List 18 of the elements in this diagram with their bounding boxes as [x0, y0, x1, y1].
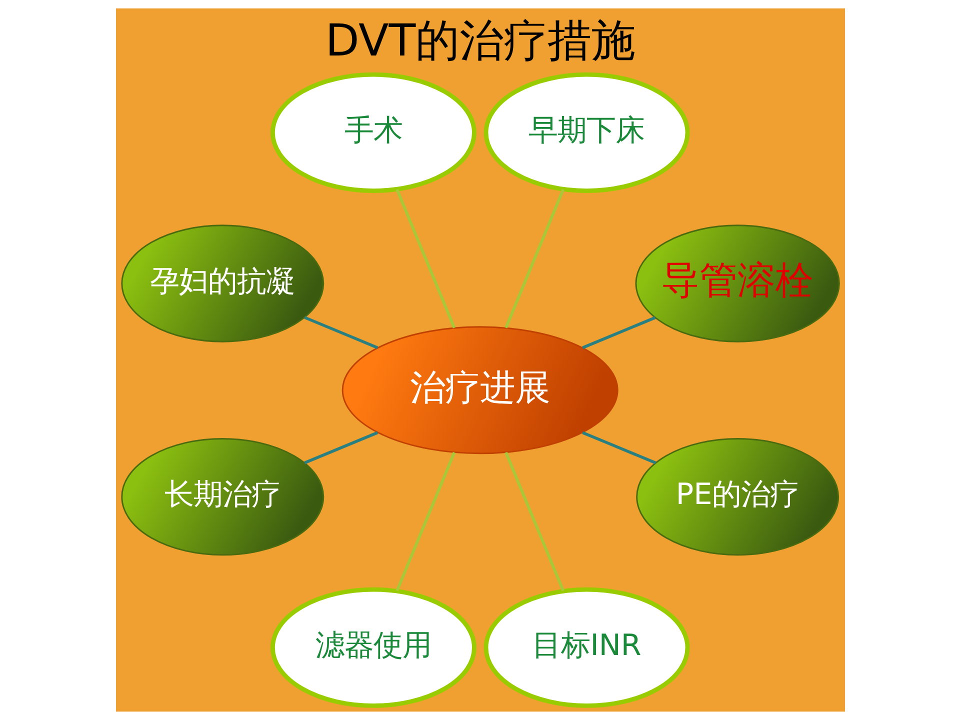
node-ellipse: 目标INR — [483, 587, 690, 708]
node-ellipse: 导管溶栓 — [634, 224, 840, 342]
connector — [395, 452, 456, 592]
node-ellipse: 长期治疗 — [120, 438, 324, 556]
connector — [504, 452, 564, 592]
connector — [504, 189, 564, 328]
node-ellipse: 手术 — [270, 72, 476, 193]
node-ellipse: 孕妇的抗凝 — [120, 224, 324, 342]
node-ellipse: 滤器使用 — [270, 587, 476, 708]
connector — [304, 431, 378, 464]
connector — [304, 316, 378, 350]
node-ellipse: PE的治疗 — [636, 438, 839, 556]
diagram-title: DVT的治疗措施 — [324, 15, 636, 66]
node-ellipse: 治疗进展 — [341, 326, 618, 454]
connector — [395, 189, 456, 328]
connector — [582, 431, 656, 464]
connector — [582, 316, 656, 350]
node-ellipse: 早期下床 — [483, 72, 690, 193]
